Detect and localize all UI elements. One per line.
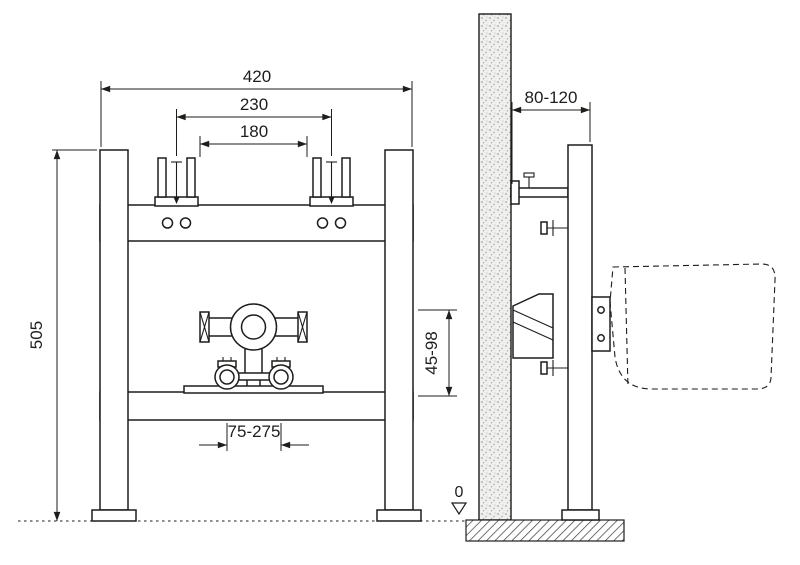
floor-level-value: 0 <box>455 484 464 501</box>
front-view: 420 230 180 505 75-275 <box>18 67 476 522</box>
drain-elbow-side <box>512 293 554 359</box>
clamp-base-plate <box>183 385 324 394</box>
floor-datum: 0 <box>450 484 468 516</box>
drain-height-range-value: 45-98 <box>422 331 441 374</box>
datum-triangle-icon <box>450 502 468 516</box>
bracket-screw-icon <box>523 172 535 178</box>
bottom-crossbar <box>99 391 414 421</box>
adjustment-screw-lower <box>540 360 568 376</box>
frame-depth-value: 80-120 <box>525 88 578 107</box>
dimension-bolt-spacing: 230 <box>176 95 332 156</box>
fixing-bracket-left <box>154 157 199 207</box>
drain-pipe-outer <box>229 303 278 351</box>
dimension-overall-width: 420 <box>100 67 413 147</box>
frame-leg-right <box>384 149 414 511</box>
dimension-frame-depth: 80-120 <box>511 88 591 184</box>
bolt-tip-icon <box>328 197 335 204</box>
drain-pipe-inner <box>240 314 267 340</box>
inner-spacing-value: 180 <box>240 122 268 141</box>
floor-slab <box>465 519 625 542</box>
pipe-flange <box>236 372 271 381</box>
dimension-inner-spacing: 180 <box>199 122 308 157</box>
fixing-holes <box>161 217 347 229</box>
frame-foot-left <box>91 509 137 522</box>
pipe-clamp-right <box>268 357 294 390</box>
adjustment-screw-upper <box>540 220 568 236</box>
dimension-overall-height: 505 <box>27 149 97 521</box>
wall-section <box>478 13 512 521</box>
dimension-drain-horizontal-range: 75-275 <box>199 422 309 451</box>
fixing-bracket-right <box>309 157 354 207</box>
clamp-bolt-right <box>297 311 308 343</box>
top-crossbar <box>99 204 414 242</box>
pipe-clamp-left <box>214 357 240 390</box>
dimension-drain-height-range: 45-98 <box>418 309 457 397</box>
pipe-clamp-saddle <box>183 357 324 394</box>
overall-height-value: 505 <box>27 321 46 349</box>
bidet-outline <box>609 263 776 390</box>
clamp-bolt-left <box>199 311 210 343</box>
frame-upright-side <box>567 144 593 511</box>
fixture-mounting-plate <box>591 296 611 352</box>
drain-horizontal-range-value: 75-275 <box>228 422 281 441</box>
frame-foot-side <box>561 509 600 521</box>
bolt-spacing-value: 230 <box>240 95 268 114</box>
side-view: 80-120 <box>465 13 776 542</box>
bolt-tip-icon <box>173 197 180 204</box>
overall-width-value: 420 <box>243 67 271 86</box>
frame-foot-right <box>376 509 422 522</box>
wall-bracket <box>510 172 569 205</box>
frame-leg-left <box>99 149 129 511</box>
